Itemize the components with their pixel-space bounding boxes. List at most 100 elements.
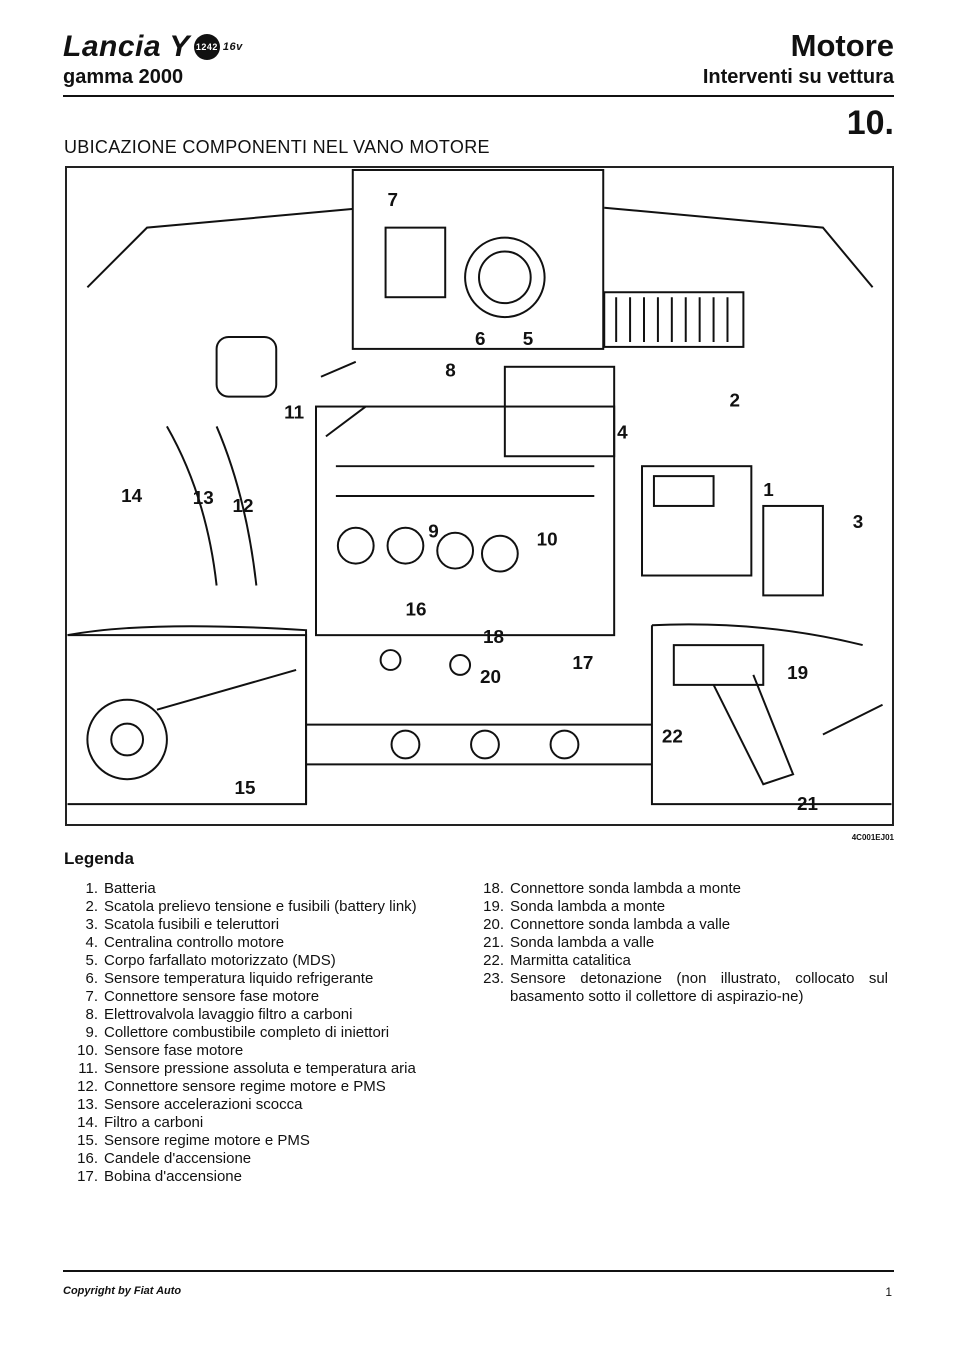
legend-item: 3. Scatola fusibili e teleruttori	[62, 916, 462, 934]
legend-number: 5.	[85, 952, 98, 969]
radiator-grille	[603, 291, 745, 348]
legend-number: 18.	[483, 880, 504, 897]
legend-text: Sonda lambda a monte	[510, 898, 666, 915]
callout-label: 7	[388, 190, 399, 211]
legend-item: 7.Connettore sensore fase motore	[62, 988, 462, 1006]
legend-number: 1.	[85, 880, 98, 897]
page-number: 1	[885, 1285, 892, 1299]
intake-manifold	[335, 465, 595, 497]
exhaust-manifold	[672, 644, 765, 686]
legend-item: 4.Centralina controllo motore	[62, 934, 462, 952]
air-intake-hose	[166, 425, 258, 586]
legend-text: Bobina d'accensione	[104, 1168, 242, 1185]
footer-rule	[63, 1270, 894, 1272]
legend-number: 9.	[85, 1024, 98, 1041]
engine-control-unit	[503, 365, 616, 458]
legend-number: 21.	[483, 934, 504, 951]
legend-number: 14.	[77, 1114, 98, 1131]
legend-text: Connettore sensore fase motore	[104, 988, 320, 1005]
callout-label: 19	[787, 663, 808, 684]
legend-number: 10.	[77, 1042, 98, 1059]
legend-text: Scatola fusibili e teleruttori	[104, 916, 280, 933]
header-left: Lancia Y 1242 16v gamma 2000	[63, 30, 243, 89]
legend-text: Connettore sonda lambda a monte	[510, 880, 741, 897]
legend-item: 15. Sensore regime motore e PMS	[62, 1132, 462, 1150]
legend-title: Legenda	[64, 849, 134, 868]
legend-item: 16.Candele d'accensione	[62, 1150, 462, 1168]
callout-label: 3	[853, 512, 864, 533]
drive-belt	[156, 668, 297, 711]
hood-outline	[86, 206, 874, 288]
callout-label: 11	[284, 402, 304, 423]
brand-name: Lancia Y	[63, 30, 190, 63]
callout-label: 22	[662, 726, 683, 747]
callout-label: 15	[234, 778, 255, 799]
legend-item: 13.Sensore accelerazioni scocca	[62, 1096, 462, 1114]
battery-terminal	[652, 475, 715, 507]
legend-item: 20.Connettore sonda lambda a valle	[468, 916, 888, 934]
legend-item: 6. Sensore temperatura liquido refrigeran…	[62, 970, 462, 988]
subframe-hole	[470, 729, 500, 760]
legend-text: Corpo farfallato motorizzato (MDS)	[104, 952, 336, 969]
engine-bolt	[449, 654, 472, 676]
legend-number: 19.	[483, 898, 504, 915]
legend-text: Connettore sensore regime motore e PMS	[104, 1078, 386, 1095]
legend-text: Filtro a carboni	[104, 1114, 204, 1131]
chapter-number: 10.	[846, 104, 894, 142]
legend-text: Sensore temperatura liquido refrigerante	[104, 970, 374, 987]
legend-item: 22.Marmitta catalitica	[468, 952, 888, 970]
callout-label: 21	[797, 794, 818, 815]
spark-plug-3	[436, 531, 475, 570]
legend-number: 2.	[85, 898, 98, 915]
inset-exhaust-detail	[650, 625, 892, 806]
logo-suffix: 16v	[222, 41, 243, 53]
legend-text: Sonda lambda a valle	[510, 934, 655, 951]
callout-label: 9	[428, 522, 439, 543]
inset-pulley-detail	[67, 634, 308, 806]
crankshaft-pulley	[86, 698, 168, 781]
legend-number: 23.	[483, 970, 504, 987]
legend-item: 9.Collettore combustibile completo di in…	[62, 1024, 462, 1042]
legend-number: 8.	[85, 1006, 98, 1023]
legend-text: Centralina controllo motore	[104, 934, 285, 951]
legend-text: Elettrovalvola lavaggio filtro a carboni	[104, 1006, 353, 1023]
callout-label: 16	[405, 599, 426, 620]
pointer-arrow	[325, 405, 367, 438]
legend-list-left: 1. Batteria 2. Scatola prelievo tensione e…	[62, 880, 462, 1186]
legend-item: 17.Bobina d'accensione	[62, 1168, 462, 1186]
callout-label: 14	[121, 486, 142, 507]
header-right: Motore Interventi su vettura	[703, 28, 894, 89]
legend-item: 18. Connettore sonda lambda a monte	[468, 880, 888, 898]
legend-number: 3.	[85, 916, 98, 933]
legend-item: 23.Sensore detonazione (non illustrato, …	[468, 970, 888, 1006]
grille-slats	[615, 297, 729, 342]
legend-text: Sensore pressione assoluta e temperatura…	[104, 1060, 416, 1077]
throttle-bore	[478, 250, 532, 305]
callout-label: 12	[233, 496, 254, 517]
legend-item: 14. Filtro a carboni	[62, 1114, 462, 1132]
legend-number: 13.	[77, 1096, 98, 1113]
legend-number: 20.	[483, 916, 504, 933]
legend-text: Sensore regime motore e PMS	[104, 1132, 310, 1149]
subframe	[306, 723, 652, 766]
callout-label: 13	[193, 488, 214, 509]
legend-number: 6.	[85, 970, 98, 987]
engine-bay-figure: 7 6 5 8 11 2 4 14 13 12 9 10 1 3 16 18 1…	[65, 166, 894, 826]
legend-number: 15.	[77, 1132, 98, 1149]
callout-label: 10	[537, 530, 558, 551]
legend-number: 16.	[77, 1150, 98, 1167]
section-title: Motore	[790, 28, 894, 63]
legend-item: 11.Sensore pressione assoluta e temperat…	[62, 1060, 462, 1078]
callout-label: 2	[729, 391, 740, 412]
callout-label: 6	[475, 329, 486, 350]
callout-label: 1	[763, 480, 774, 501]
engine-block	[315, 405, 616, 637]
legend-text: Batteria	[104, 880, 156, 897]
wheel-arch-outline	[67, 623, 863, 805]
engine-bay-drawing: 7 6 5 8 11 2 4 14 13 12 9 10 1 3 16 18 1…	[67, 168, 892, 815]
lambda-sensor-cable	[822, 703, 883, 736]
legend-number: 12.	[77, 1078, 98, 1095]
legend-number: 22.	[483, 952, 504, 969]
legend-text: Scatola prelievo tensione e fusibili (ba…	[104, 898, 417, 915]
legend-item: 10.Sensore fase motore	[62, 1042, 462, 1060]
